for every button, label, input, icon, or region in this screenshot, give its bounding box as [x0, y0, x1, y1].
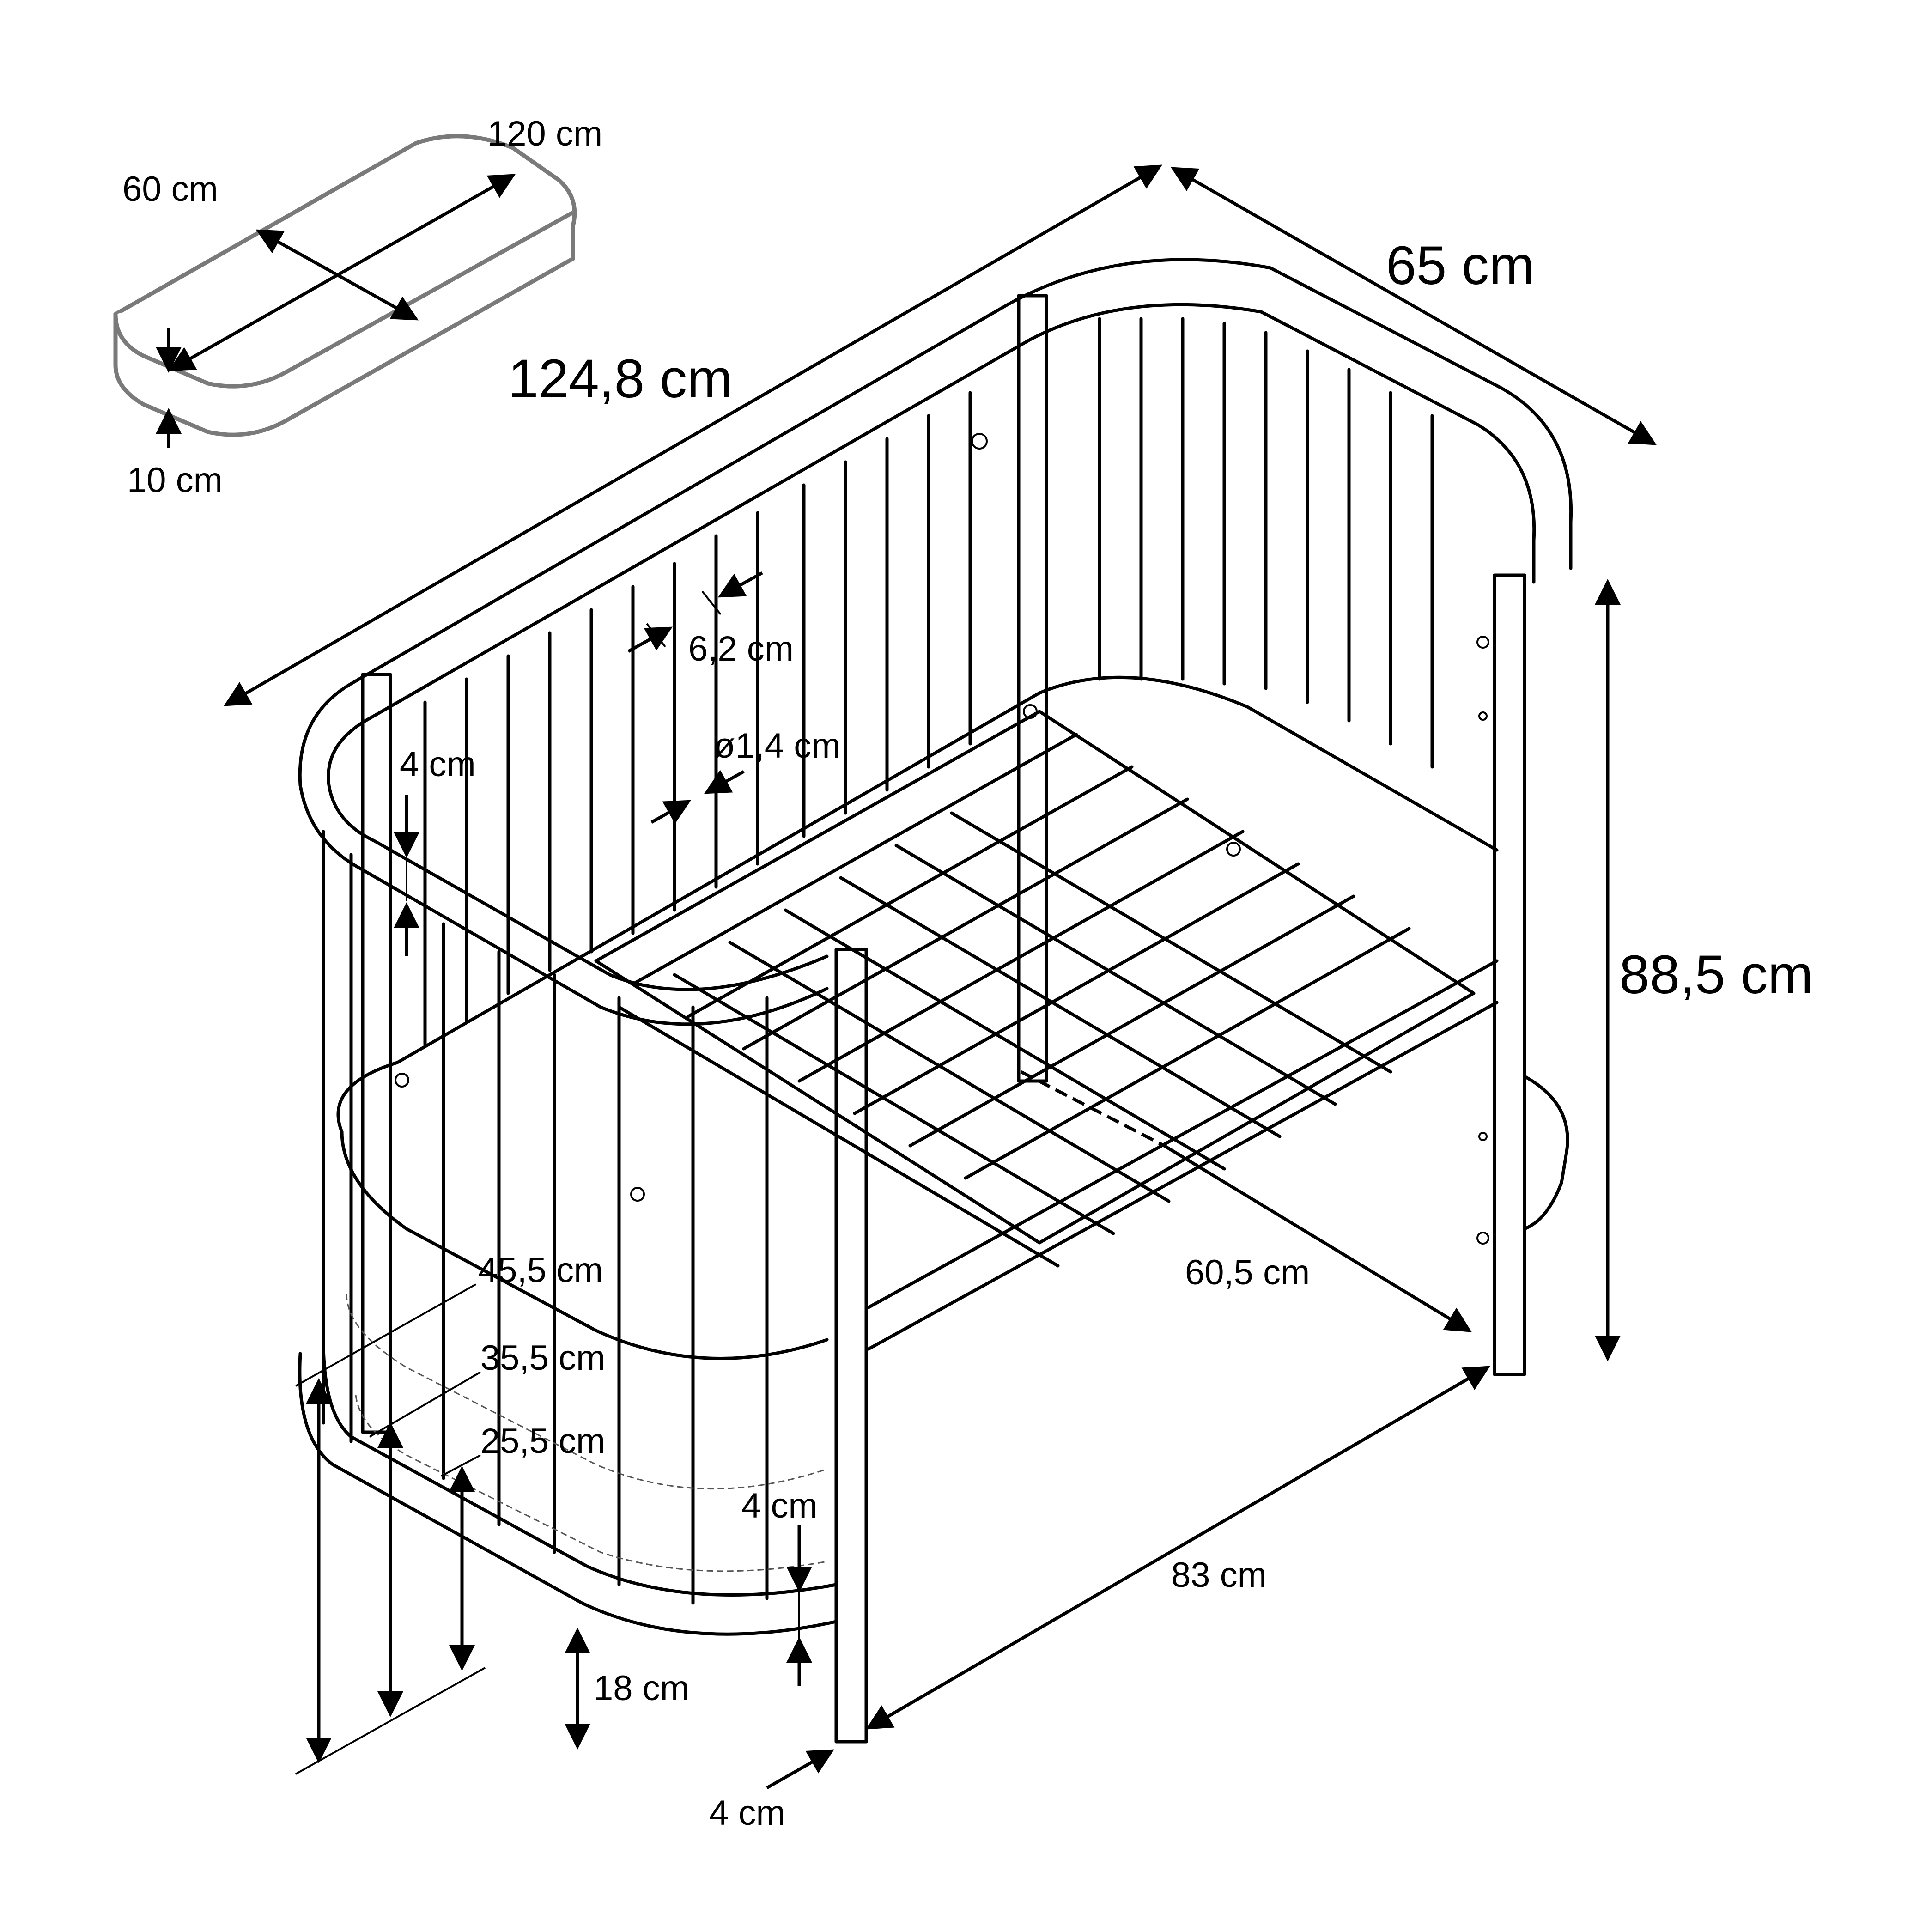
height-45-label: 45,5 cm — [478, 1251, 603, 1290]
height-25-label: 25,5 cm — [480, 1422, 605, 1461]
slatted-base — [594, 710, 1476, 1268]
inner-width-arrow — [1163, 1144, 1472, 1332]
post-back-right — [1017, 294, 1048, 1083]
slat-gap-arrow-right — [717, 571, 763, 598]
crib-height-label: 88,5 cm — [1619, 944, 1813, 1005]
front-rail-inner — [327, 717, 829, 991]
dimension-lines — [156, 164, 1657, 1790]
height-35-label: 35,5 cm — [480, 1338, 605, 1378]
hidden-edge-2 — [355, 1395, 827, 1572]
top-rail-outer — [349, 258, 1573, 686]
mattress-width-label: 60 cm — [122, 170, 218, 209]
post-width-label: 4 cm — [709, 1793, 785, 1833]
crib-width-label: 65 cm — [1386, 235, 1534, 296]
base-rail-label: 4 cm — [741, 1486, 818, 1525]
slat-gap-label: 6,2 cm — [688, 629, 794, 668]
crib-length-arrow — [223, 164, 1163, 706]
inner-width-label: 60,5 cm — [1185, 1253, 1310, 1292]
slat-diameter-label: ø1,4 cm — [714, 726, 841, 766]
crib-drawing — [298, 258, 1573, 1744]
floor-panel — [336, 675, 1499, 1134]
mattress-height-label: 10 cm — [127, 461, 223, 500]
mattress-length-label: 120 cm — [487, 114, 602, 153]
inner-width-dashed-line — [1020, 1070, 1165, 1148]
crib-width-arrow — [1170, 167, 1657, 445]
post-front — [834, 948, 868, 1744]
slat-gap-arrow-left — [627, 626, 673, 653]
front-rail-outer — [298, 682, 829, 1026]
side-bottom-rail — [867, 959, 1499, 1351]
base-ring-inner — [322, 1338, 838, 1597]
front-panel-slats — [322, 830, 769, 1605]
post-back-left — [361, 673, 392, 1434]
floor-panel-front — [340, 1130, 829, 1360]
rail-thickness-label: 4 cm — [400, 745, 476, 784]
hidden-edge-1 — [346, 1293, 827, 1490]
post-right — [1493, 573, 1526, 1376]
base-ring-right — [1523, 1075, 1569, 1231]
side-length-label: 83 cm — [1171, 1555, 1267, 1595]
slat-diameter-arrow-right — [704, 770, 745, 794]
floor-clearance-label: 18 cm — [594, 1669, 689, 1708]
side-length-arrow — [865, 1366, 1491, 1730]
slat-diameter-arrow-left — [650, 800, 692, 824]
dimension-labels: 120 cm 60 cm 10 cm 124,8 cm 65 cm 88,5 c… — [122, 114, 1813, 1833]
crib-length-label: 124,8 cm — [508, 348, 732, 409]
base-ring-outer — [298, 1352, 838, 1636]
post-width-arrow — [766, 1749, 835, 1790]
